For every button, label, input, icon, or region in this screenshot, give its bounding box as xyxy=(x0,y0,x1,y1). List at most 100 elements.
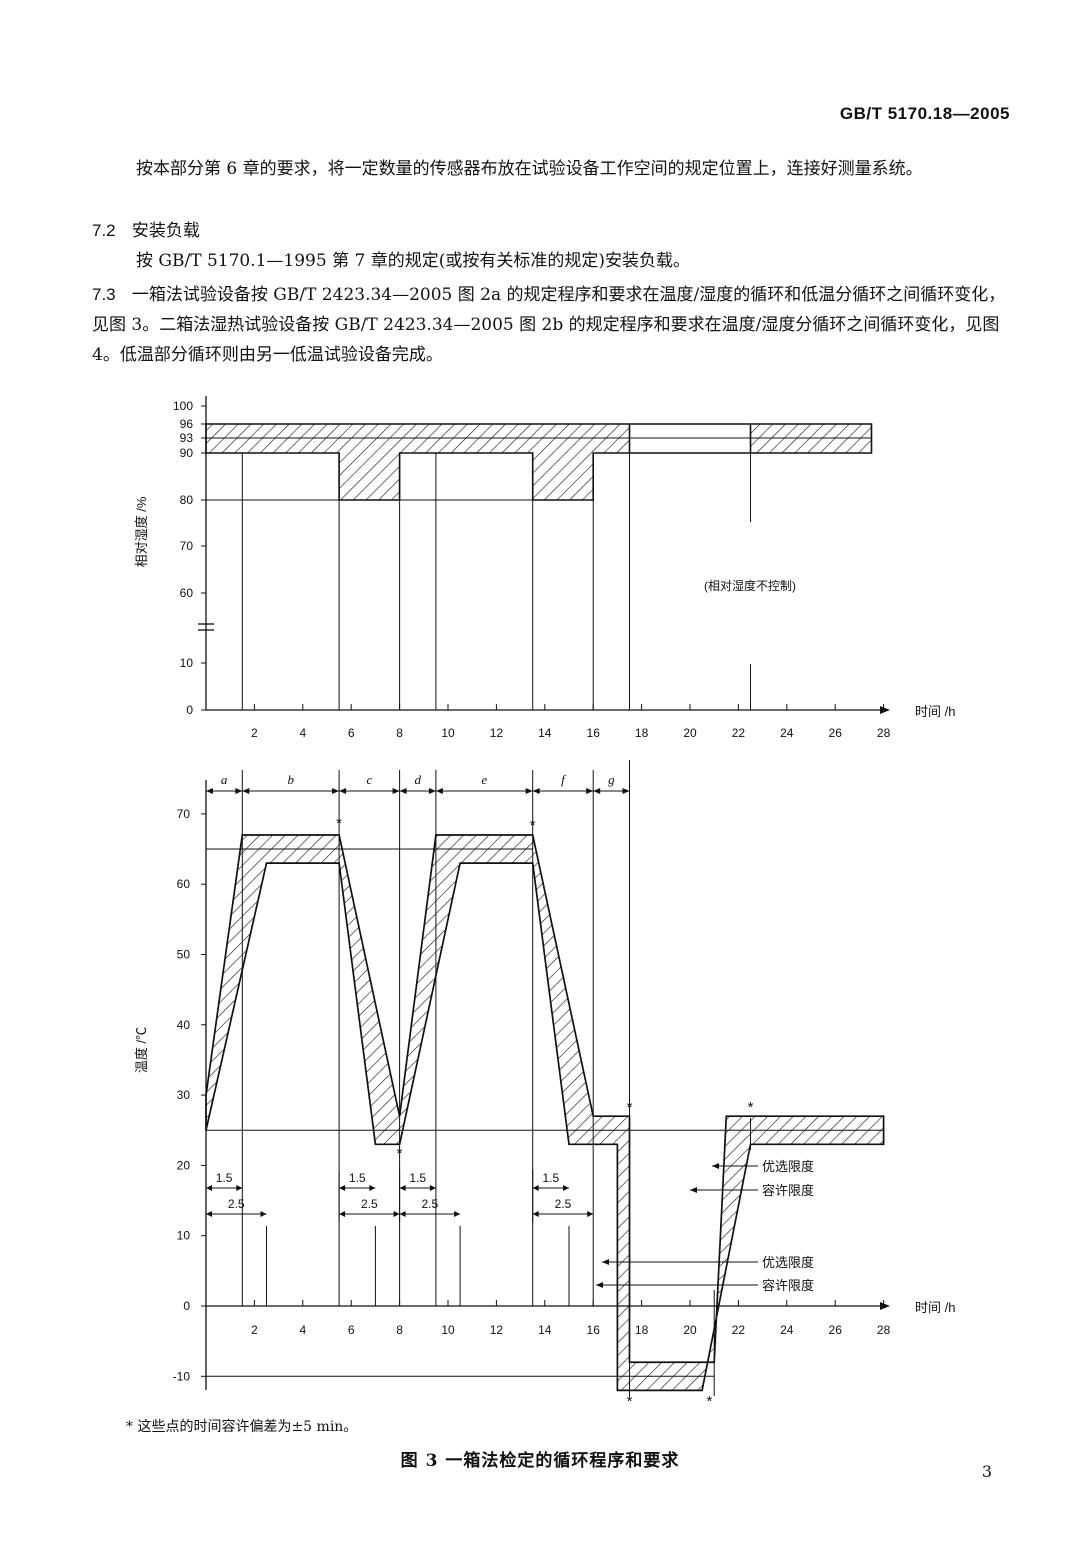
dimension-arrow xyxy=(236,1185,243,1191)
dimension-arrow xyxy=(399,1211,406,1217)
standard-number: GB/T 5170.18—2005 xyxy=(839,104,1010,123)
x-tick-label: 28 xyxy=(877,726,891,740)
humidity-note: (相对湿度不控制) xyxy=(704,578,796,593)
tolerance-asterisk: * xyxy=(397,1145,403,1162)
time-dimension-label: 2.5 xyxy=(228,1197,245,1211)
tolerance-asterisk: * xyxy=(627,1099,633,1116)
x-tick-label: 12 xyxy=(490,1323,504,1337)
dimension-arrow xyxy=(399,1185,406,1191)
x-axis-title: 时间 /h xyxy=(915,1300,955,1315)
y-tick-label: 70 xyxy=(177,807,191,821)
y-tick-label: 96 xyxy=(180,417,194,431)
dimension-arrow xyxy=(593,788,601,794)
dimension-arrow xyxy=(532,1211,539,1217)
figure-caption: 图 3 一箱法检定的循环程序和要求 xyxy=(400,1451,680,1471)
time-dimension-label: 2.5 xyxy=(555,1197,572,1211)
time-dimension-label: 1.5 xyxy=(543,1171,560,1185)
x-tick-label: 26 xyxy=(829,1323,843,1337)
y-tick-label: 0 xyxy=(186,703,193,717)
paragraph-cycle: 一箱法试验设备按 GB/T 2423.34—2005 图 2a 的规定程序和要求… xyxy=(92,285,1006,365)
x-tick-label: 14 xyxy=(538,726,552,740)
dimension-arrow xyxy=(206,1211,212,1217)
limit-label: 优选限度 xyxy=(762,1159,814,1174)
x-axis-title: 时间 /h xyxy=(915,704,955,719)
phase-label: f xyxy=(561,772,567,787)
limit-label: 优选限度 xyxy=(762,1255,814,1270)
y-tick-label: 60 xyxy=(180,586,194,600)
y-tick-label: 70 xyxy=(180,539,194,553)
dimension-arrow xyxy=(454,1211,461,1217)
phase-label: b xyxy=(287,772,294,787)
x-tick-label: 14 xyxy=(538,1323,552,1337)
x-tick-label: 4 xyxy=(299,726,306,740)
dimension-arrow xyxy=(369,1185,376,1191)
dimension-arrow xyxy=(532,788,540,794)
dimension-arrow xyxy=(525,788,533,794)
x-tick-label: 8 xyxy=(396,1323,403,1337)
x-tick-label: 20 xyxy=(683,1323,697,1337)
dimension-arrow xyxy=(242,788,250,794)
dimension-arrow xyxy=(587,1211,594,1217)
y-tick-label: 40 xyxy=(177,1018,191,1032)
dimension-arrow xyxy=(393,1211,400,1217)
y-tick-label: 90 xyxy=(180,446,194,460)
paragraph-load: 按 GB/T 5170.1—1995 第 7 章的规定(或按有关标准的规定)安装… xyxy=(136,251,690,271)
x-tick-label: 24 xyxy=(780,1323,794,1337)
dimension-arrow xyxy=(206,788,213,794)
dimension-arrow xyxy=(586,788,594,794)
section-7-3: 7.3 一箱法试验设备按 GB/T 2423.34—2005 图 2a 的规定程… xyxy=(92,280,1010,370)
leader-arrow xyxy=(596,1282,603,1288)
y-axis-title: 相对湿度 /% xyxy=(134,496,149,567)
x-tick-label: 8 xyxy=(396,726,403,740)
x-axis-arrow xyxy=(880,706,890,714)
y-tick-label: 100 xyxy=(173,399,193,413)
x-tick-label: 16 xyxy=(587,726,601,740)
dimension-arrow xyxy=(339,788,347,794)
x-tick-label: 18 xyxy=(635,1323,649,1337)
x-tick-label: 2 xyxy=(251,726,258,740)
tolerance-asterisk: * xyxy=(530,817,536,834)
time-dimension-label: 1.5 xyxy=(216,1171,233,1185)
y-tick-label: -10 xyxy=(173,1369,191,1383)
dimension-arrow xyxy=(339,1211,346,1217)
humidity-tolerance-band xyxy=(205,423,631,501)
dimension-arrow xyxy=(428,788,436,794)
phase-label: g xyxy=(608,772,615,787)
x-tick-label: 24 xyxy=(780,726,794,740)
footnote: * 这些点的时间容许偏差为±5 min。 xyxy=(126,1419,358,1435)
page-number: 3 xyxy=(981,1462,992,1481)
y-tick-label: 60 xyxy=(177,877,191,891)
y-tick-label: 80 xyxy=(180,493,194,507)
temperature-tolerance-band xyxy=(205,834,885,1392)
phase-label: c xyxy=(366,772,372,787)
x-tick-label: 6 xyxy=(348,1323,355,1337)
dimension-arrow xyxy=(260,1211,267,1217)
leader-arrow xyxy=(602,1259,609,1265)
time-dimension-label: 2.5 xyxy=(422,1197,439,1211)
phase-label: a xyxy=(221,772,228,787)
tolerance-asterisk: * xyxy=(748,1099,754,1116)
leader-arrow xyxy=(690,1187,697,1193)
dimension-arrow xyxy=(399,788,407,794)
dimension-arrow xyxy=(235,788,243,794)
dimension-arrow xyxy=(429,1185,436,1191)
x-tick-label: 18 xyxy=(635,726,649,740)
time-dimension-label: 1.5 xyxy=(409,1171,426,1185)
limit-label: 容许限度 xyxy=(762,1278,814,1293)
x-tick-label: 6 xyxy=(348,726,355,740)
y-tick-label: 10 xyxy=(180,656,194,670)
x-axis-arrow xyxy=(880,1302,890,1310)
limit-label: 容许限度 xyxy=(762,1183,814,1198)
section-number: 7.3 xyxy=(92,285,116,304)
dimension-arrow xyxy=(563,1185,569,1191)
dimension-arrow xyxy=(392,788,400,794)
y-tick-label: 30 xyxy=(177,1088,191,1102)
x-tick-label: 20 xyxy=(683,726,697,740)
x-tick-label: 22 xyxy=(732,1323,746,1337)
y-tick-label: 50 xyxy=(177,948,191,962)
section-title: 安装负载 xyxy=(131,221,200,241)
section-7-2: 7.2 安装负载 xyxy=(92,216,1010,246)
